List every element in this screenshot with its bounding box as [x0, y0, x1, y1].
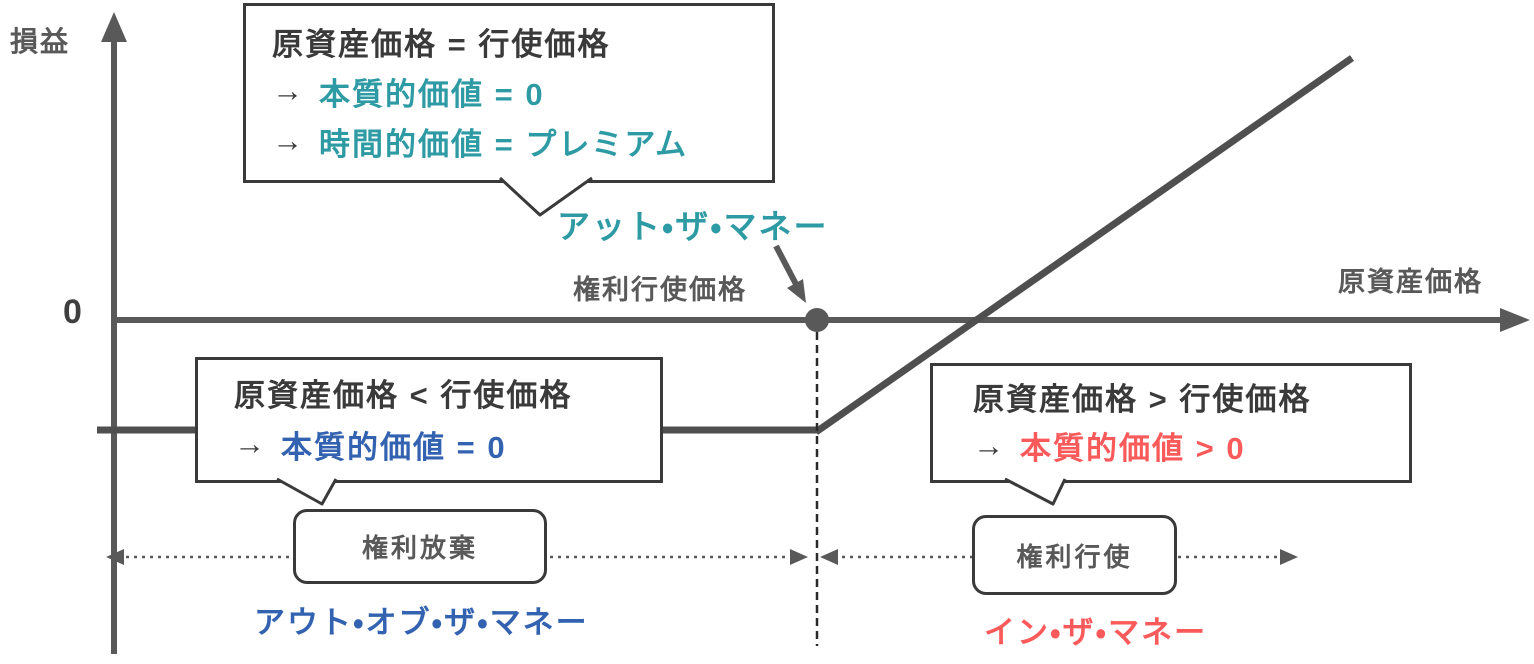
- arrow-glyph: →: [272, 73, 305, 108]
- itm-callout-line1: 原資産価格 > 行使価格: [973, 374, 1395, 419]
- arrow-glyph: →: [234, 426, 267, 461]
- otm-callout-tail: [276, 477, 338, 506]
- origin-zero-label: 0: [63, 293, 82, 331]
- y-axis-arrowhead-icon: [101, 12, 127, 42]
- x-axis-label: 原資産価格: [1338, 267, 1483, 297]
- strike-price-label: 権利行使価格: [573, 275, 747, 305]
- atm-line2-text: 本質的価値 = 0: [319, 76, 545, 112]
- arrow-glyph: →: [272, 123, 305, 158]
- otm-callout-box: 原資産価格 < 行使価格 → 本質的価値 = 0: [195, 357, 663, 483]
- itm-callout-line2: → 本質的価値 > 0: [973, 423, 1395, 468]
- exercise-right-label: 権利行使: [1016, 541, 1133, 572]
- atm-callout-line2: → 本質的価値 = 0: [272, 69, 756, 114]
- at-the-money-label: アット・ザ・マネー: [557, 208, 829, 245]
- in-the-money-label: イン・ザ・マネー: [984, 615, 1208, 650]
- itm-line2-text: 本質的価値 > 0: [1020, 431, 1246, 466]
- itm-callout-tail: [1004, 477, 1067, 506]
- abandon-right-box: 権利放棄: [293, 509, 547, 584]
- otm-range-right-arrowhead-icon: [790, 549, 808, 565]
- abandon-right-label: 権利放棄: [361, 533, 478, 563]
- itm-range-right-arrowhead-icon: [1280, 549, 1298, 565]
- otm-callout-line2: → 本質的価値 = 0: [234, 422, 646, 467]
- atm-callout-tail: [498, 176, 593, 217]
- arrow-glyph: →: [973, 427, 1006, 463]
- itm-callout-box: 原資産価格 > 行使価格 → 本質的価値 > 0: [930, 363, 1412, 483]
- y-axis-label: 損益: [10, 26, 71, 57]
- atm-line1-text: 原資産価格 = 行使価格: [272, 26, 611, 62]
- atm-line3-text: 時間的価値 = プレミアム: [319, 126, 689, 162]
- otm-line1-text: 原資産価格 < 行使価格: [234, 377, 573, 413]
- atm-pointer-arrow: [773, 244, 801, 290]
- atm-callout-line1: 原資産価格 = 行使価格: [272, 19, 756, 64]
- x-axis-arrowhead-icon: [1500, 308, 1530, 332]
- payoff-diagonal-line: [813, 55, 1355, 435]
- otm-range-left-arrowhead-icon: [106, 549, 124, 565]
- atm-callout-line3: → 時間的価値 = プレミアム: [272, 119, 756, 164]
- otm-line2-text: 本質的価値 = 0: [281, 429, 507, 465]
- exercise-right-box: 権利行使: [972, 515, 1177, 595]
- itm-line1-text: 原資産価格 > 行使価格: [973, 382, 1312, 417]
- atm-callout-box: 原資産価格 = 行使価格 → 本質的価値 = 0 → 時間的価値 = プレミアム: [243, 3, 775, 183]
- strike-point-dot: [805, 308, 829, 332]
- atm-pointer-arrowhead-icon: [787, 279, 806, 303]
- out-of-the-money-label: アウト・オブ・ザ・マネー: [254, 605, 589, 640]
- otm-callout-line1: 原資産価格 < 行使価格: [234, 370, 646, 415]
- itm-range-left-arrowhead-icon: [820, 549, 838, 565]
